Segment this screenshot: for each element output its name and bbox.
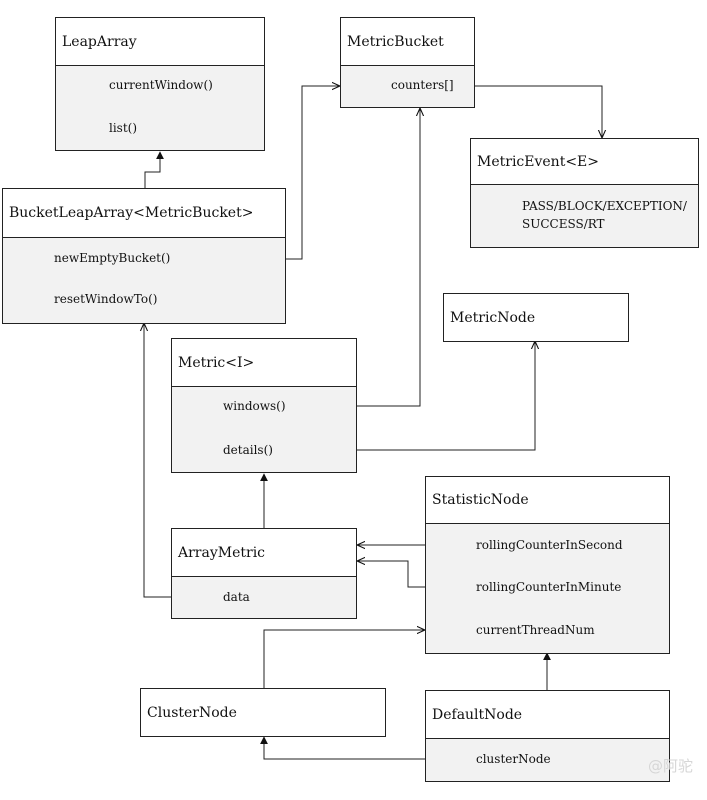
member-data: data [223, 590, 250, 604]
class-metricevent: MetricEvent<E> PASS/BLOCK/EXCEPTION/ SUC… [470, 138, 699, 248]
class-statisticnode: StatisticNode rollingCounterInSecond rol… [425, 476, 670, 654]
member-newemptybucket: newEmptyBucket() [54, 251, 171, 265]
member-event-values-line1: PASS/BLOCK/EXCEPTION/ [522, 199, 687, 213]
edge-metric-windows-to-metricbucket [357, 108, 420, 407]
class-members: counters[] [341, 66, 474, 107]
class-name: LeapArray [56, 18, 264, 66]
class-metric: Metric<I> windows() details() [171, 338, 357, 473]
class-members: PASS/BLOCK/EXCEPTION/ SUCCESS/RT [471, 185, 698, 247]
member-rollingcounterinminute: rollingCounterInMinute [476, 580, 622, 594]
member-details: details() [223, 443, 273, 457]
class-members: clusterNode [426, 739, 669, 781]
class-members: newEmptyBucket() resetWindowTo() [3, 238, 285, 323]
member-list: list() [109, 121, 138, 135]
member-currentthreadnum: currentThreadNum [476, 623, 595, 637]
member-rollingcounterinsecond: rollingCounterInSecond [476, 538, 623, 552]
edge-clusternode-extends-statisticnode [263, 630, 425, 688]
edge-bucketleaparray-extends-leaparray [144, 151, 164, 188]
class-name: Metric<I> [172, 339, 356, 387]
class-metricbucket: MetricBucket counters[] [340, 17, 475, 108]
class-members: windows() details() [172, 387, 356, 472]
class-name: StatisticNode [426, 477, 669, 524]
member-currentwindow: currentWindow() [109, 78, 213, 92]
member-clusternode: clusterNode [476, 752, 551, 766]
class-name: ArrayMetric [172, 529, 356, 577]
member-event-values-line2: SUCCESS/RT [522, 217, 605, 231]
class-members: rollingCounterInSecond rollingCounterInM… [426, 524, 669, 653]
member-resetwindowto: resetWindowTo() [54, 292, 158, 306]
class-defaultnode: DefaultNode clusterNode [425, 690, 670, 782]
edge-minute-counter-to-arraymetric [357, 561, 425, 588]
class-members: data [172, 577, 356, 618]
member-counters: counters[] [391, 78, 454, 92]
class-leaparray: LeapArray currentWindow() list() [55, 17, 265, 151]
edge-arraymetric-to-bucketleaparray [144, 323, 171, 598]
class-members: currentWindow() list() [56, 66, 264, 150]
member-windows: windows() [223, 399, 286, 413]
class-name: BucketLeapArray<MetricBucket> [3, 189, 285, 238]
class-name: MetricEvent<E> [471, 139, 698, 185]
class-clusternode: ClusterNode [140, 688, 386, 737]
class-name: ClusterNode [147, 704, 237, 721]
class-name: MetricBucket [341, 18, 474, 66]
class-bucketleaparray: BucketLeapArray<MetricBucket> newEmptyBu… [2, 188, 286, 324]
watermark: @阿驼 [648, 757, 694, 775]
edge-defaultnode-to-clusternode [260, 736, 425, 760]
class-name: MetricNode [450, 309, 536, 326]
class-name: DefaultNode [426, 691, 669, 739]
class-arraymetric: ArrayMetric data [171, 528, 357, 619]
edge-metric-details-to-metricnode [357, 341, 535, 451]
class-metricnode: MetricNode [443, 293, 629, 342]
edge-bucketleaparray-to-metricbucket [286, 86, 340, 260]
edge-metricbucket-to-metricevent [474, 85, 602, 138]
